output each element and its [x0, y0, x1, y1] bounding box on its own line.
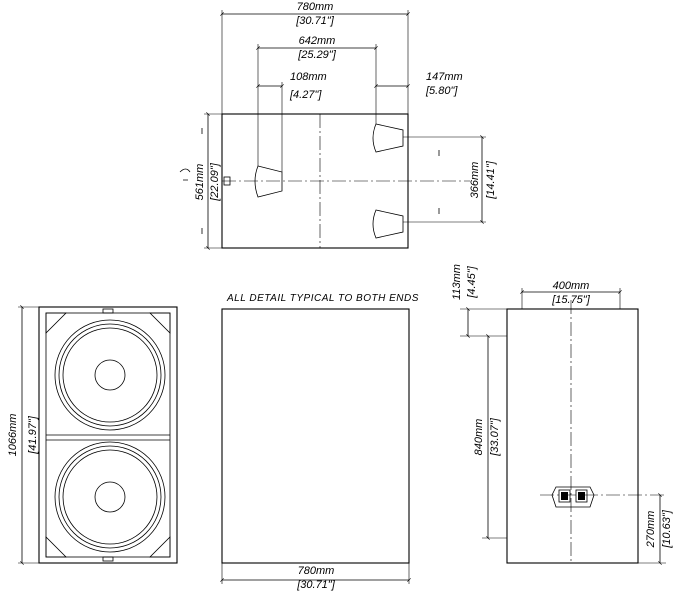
dim-top-offset-in: [4.45"] [466, 265, 478, 298]
woofer-top-surround [54, 319, 166, 431]
dim-connector-height-in: [10.63"] [661, 509, 673, 548]
detail-note: ALL DETAIL TYPICAL TO BOTH ENDS [226, 293, 419, 304]
rear-view: ALL DETAIL TYPICAL TO BOTH ENDS 780mm [3… [220, 293, 419, 591]
handle-left [254, 165, 283, 198]
dim-handle-vertical-spacing-mm: 366mm [469, 162, 481, 199]
top-view: 780mm [30.71"] 642mm [25.29"] 108mm [4.2… [179, 1, 497, 250]
dim-overall-width-mm: 780mm [297, 1, 334, 13]
front-view: 1066mm [41.97"] [7, 305, 178, 565]
handle-right-bottom [372, 209, 404, 239]
dim-top-width-mm: 400mm [553, 280, 590, 292]
dim-left-handle-offset-mm: 108mm [290, 71, 327, 83]
dim-rear-width-mm: 780mm [298, 565, 335, 577]
dim-top-width-in: [15.75"] [551, 294, 590, 306]
top-connector [223, 176, 231, 186]
connector-socket-right [578, 492, 585, 500]
connector-socket-left [561, 492, 568, 500]
dim-overall-width-in: [30.71"] [295, 15, 334, 27]
front-corner-bevels [45, 312, 171, 558]
dim-rear-width-in: [30.71"] [296, 579, 335, 591]
connector-socket-left-frame [558, 489, 571, 503]
side-cabinet-outline [506, 308, 639, 564]
dim-depth-mm: 561mm [194, 164, 206, 201]
dim-handle-height-in: [33.07"] [489, 417, 501, 456]
woofer-bottom-dustcap [94, 481, 126, 513]
woofer-bottom-cone [62, 449, 158, 545]
front-bottom-tab [102, 556, 114, 562]
dim-connector-height-mm: 270mm [645, 511, 657, 549]
dim-height-mm: 1066mm [7, 414, 19, 457]
woofer-bottom-surround [54, 441, 166, 553]
dim-right-handle-offset-mm: 147mm [426, 71, 463, 83]
woofer-bottom-cone-edge [58, 445, 162, 549]
dim-right-handle-offset-in: [5.80"] [425, 85, 458, 97]
side-view: 400mm [15.75"] 113mm [4.45"] 840mm [33.0… [451, 264, 673, 565]
dim-handle-vertical-spacing-in: [14.41"] [485, 160, 497, 199]
woofer-top-cone-edge [58, 323, 162, 427]
dim-height-in: [41.97"] [27, 415, 39, 454]
dim-left-handle-offset-in: [4.27"] [289, 89, 322, 101]
woofer-top-dustcap [94, 359, 126, 391]
dim-handle-spacing-in: [25.29"] [297, 49, 336, 61]
rear-cabinet-outline [221, 308, 410, 564]
connector-socket-right-frame [575, 489, 588, 503]
dim-handle-spacing-mm: 642mm [299, 35, 336, 47]
dim-handle-height-mm: 840mm [473, 419, 485, 456]
center-symbol [179, 168, 191, 181]
dim-top-offset-mm: 113mm [451, 264, 463, 300]
handle-right-top [372, 123, 404, 153]
front-top-tab [102, 308, 114, 314]
woofer-top-cone [62, 327, 158, 423]
dim-depth-in: [22.09"] [209, 162, 221, 201]
